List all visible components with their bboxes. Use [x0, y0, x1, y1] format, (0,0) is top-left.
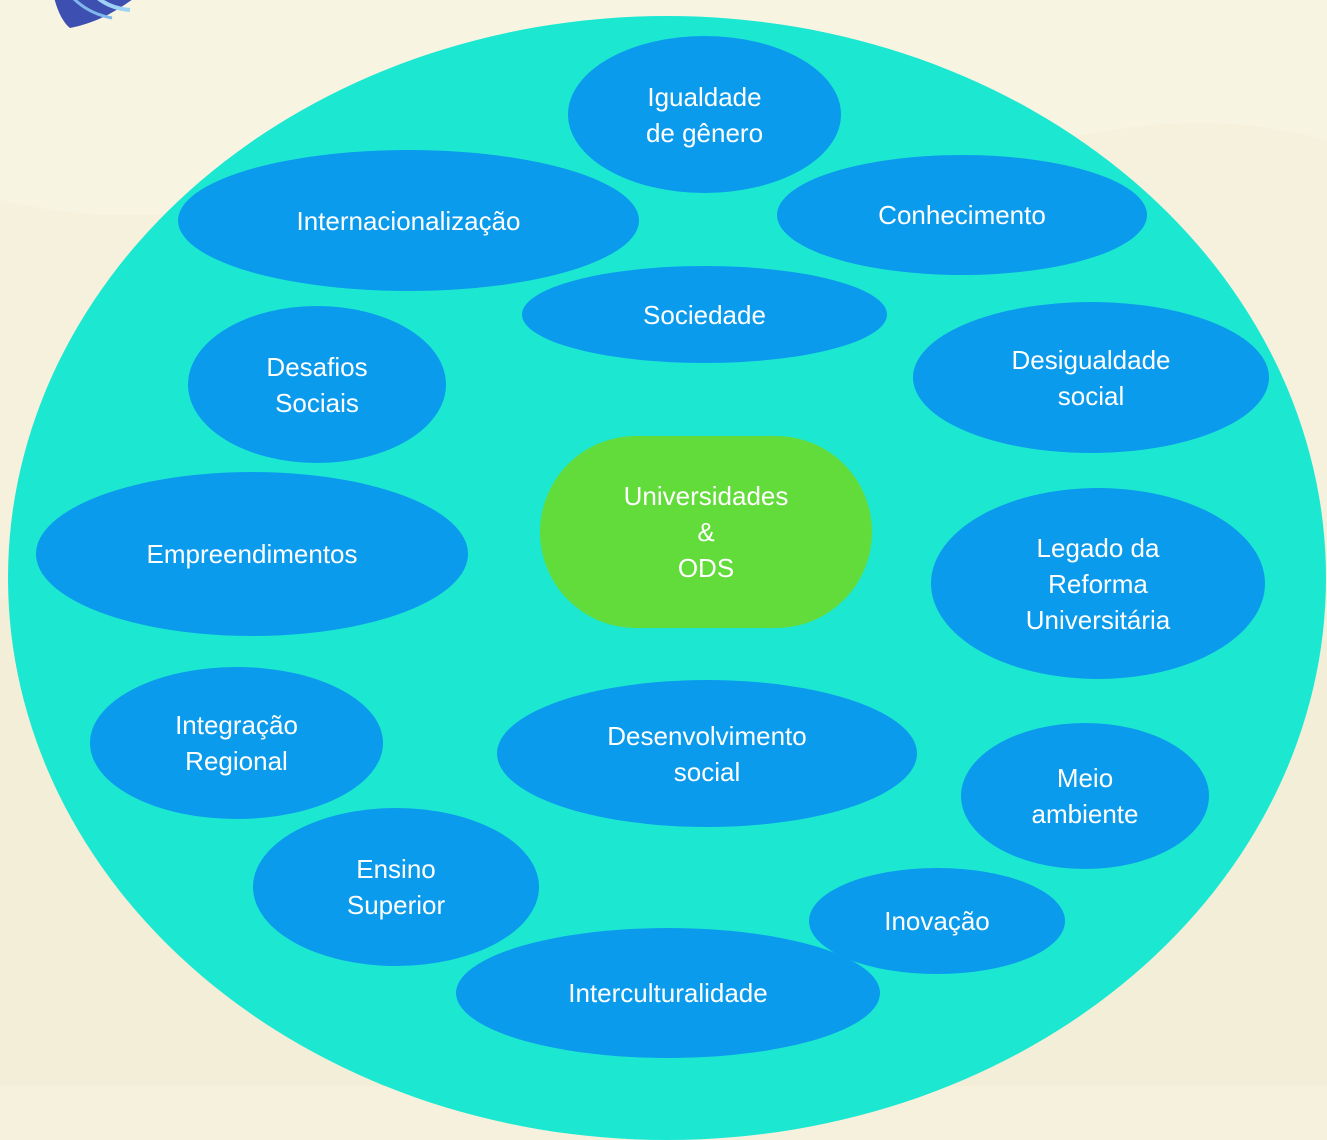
topic-interculturalidade: Interculturalidade — [456, 928, 880, 1058]
topic-desafios-sociais: Desafios Sociais — [188, 306, 446, 463]
topic-legado-reforma-universitaria: Legado da Reforma Universitária — [931, 488, 1265, 679]
topic-sociedade: Sociedade — [522, 266, 887, 363]
topic-conhecimento: Conhecimento — [777, 155, 1147, 275]
topic-internacionalizacao: Internacionalização — [178, 150, 639, 291]
topic-ensino-superior: Ensino Superior — [253, 808, 539, 966]
logo-icon — [54, 0, 132, 28]
topic-desigualdade-social: Desigualdade social — [913, 302, 1269, 453]
topic-integracao-regional: Integração Regional — [90, 667, 383, 819]
center-node-universidades-ods: Universidades & ODS — [540, 436, 872, 628]
topic-empreendimentos: Empreendimentos — [36, 472, 468, 636]
topic-igualdade-de-genero: Igualdade de gênero — [568, 36, 841, 193]
topic-meio-ambiente: Meio ambiente — [961, 723, 1209, 869]
topic-inovacao: Inovação — [809, 868, 1065, 974]
topic-desenvolvimento-social: Desenvolvimento social — [497, 680, 917, 827]
